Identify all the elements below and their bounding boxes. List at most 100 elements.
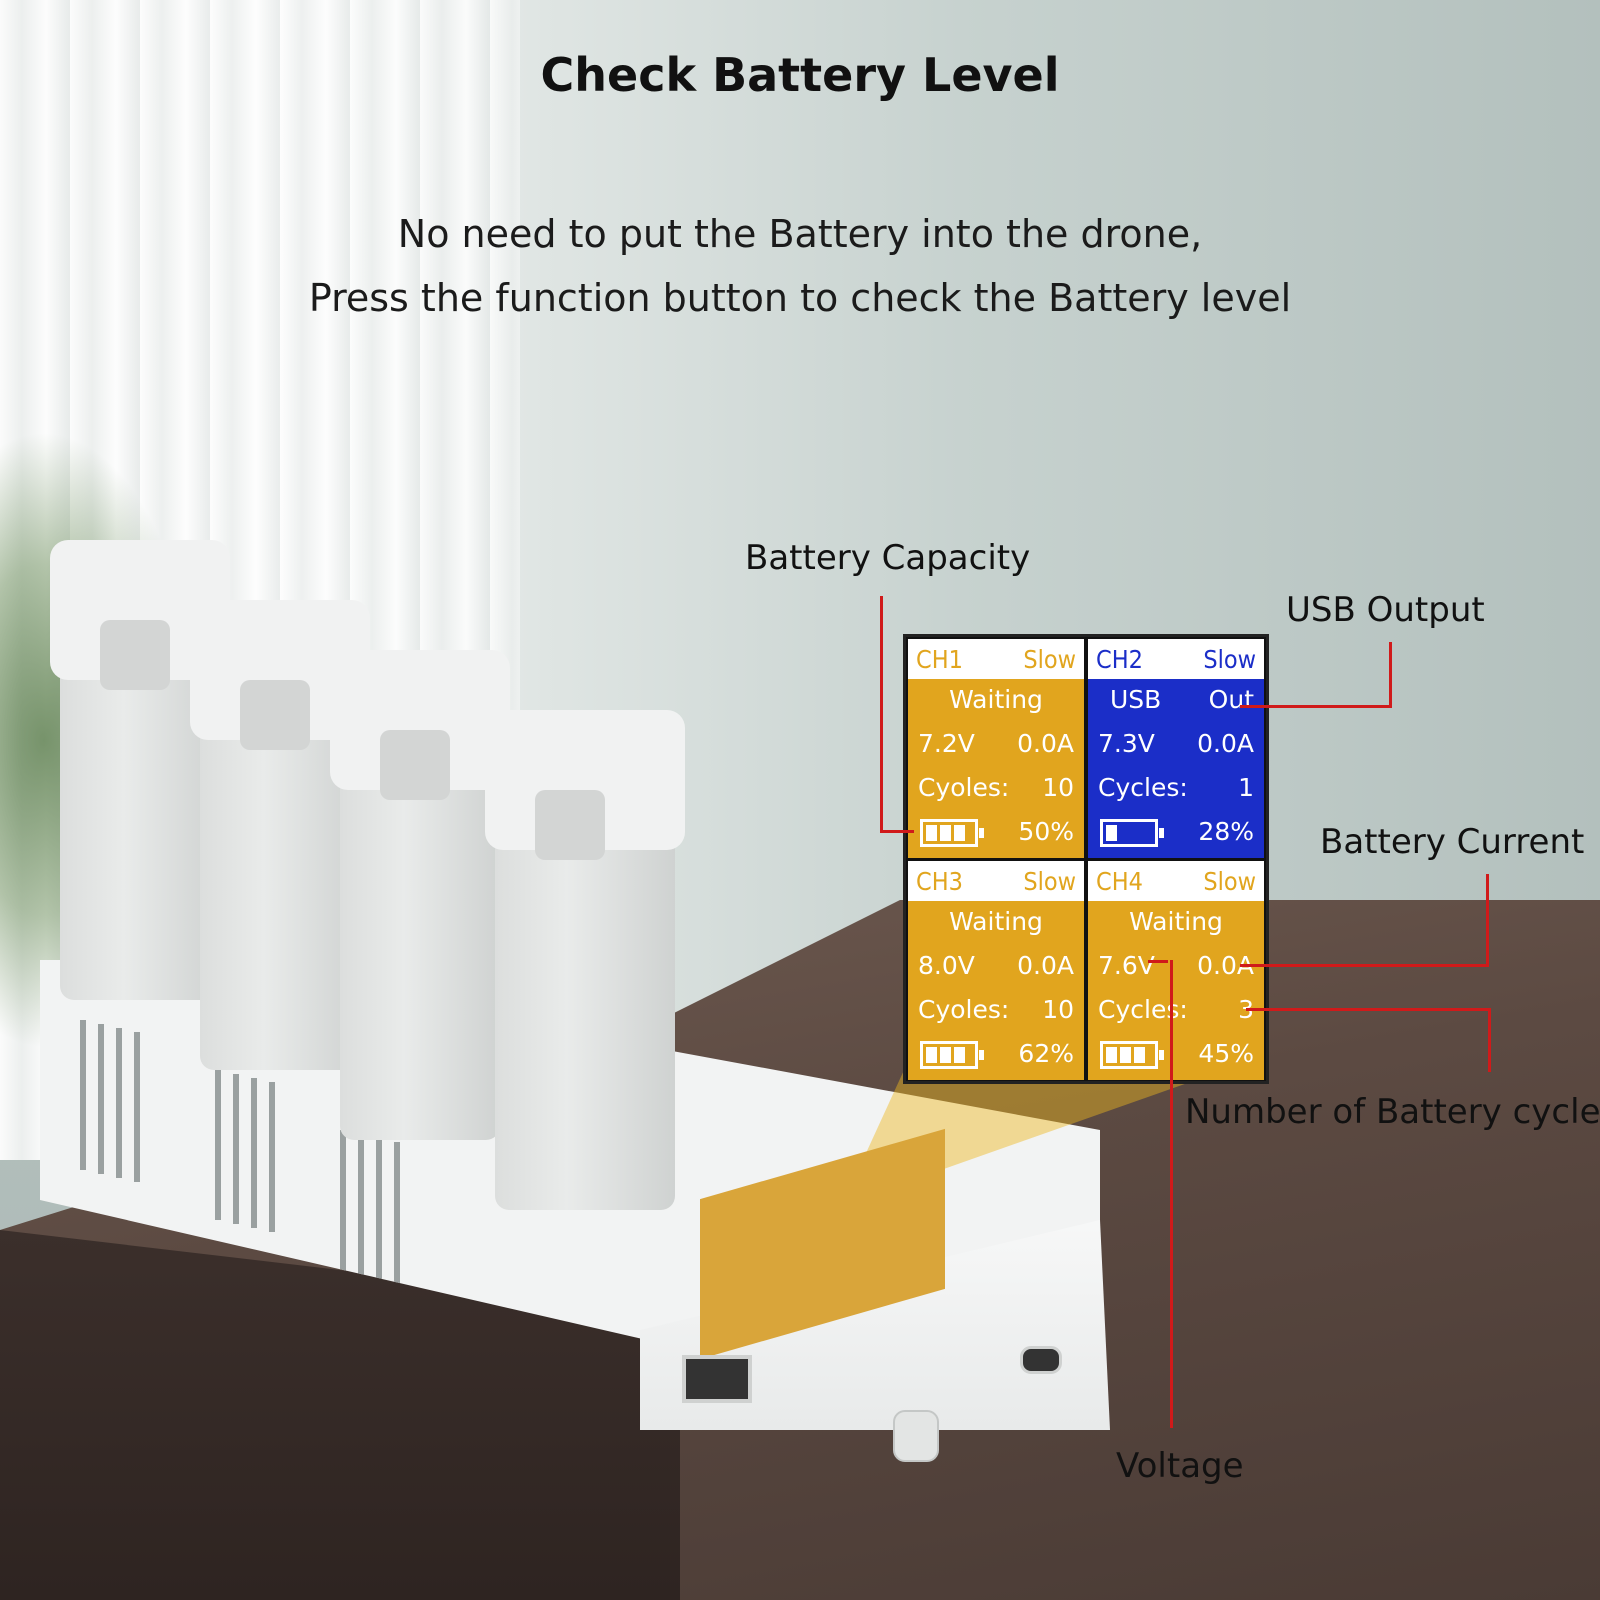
capacity-row: 28% [1088, 817, 1264, 857]
current: 0.0A [1197, 729, 1254, 758]
channel-body: Waiting 8.0V 0.0A Cyoles: 10 62% [908, 901, 1084, 1080]
status: Waiting [949, 907, 1043, 936]
capacity: 62% [1018, 1039, 1074, 1068]
status-row: Waiting [908, 907, 1084, 947]
battery-ch2 [330, 650, 510, 1140]
voltage: 7.3V [1098, 729, 1155, 758]
battery-icon [1100, 1041, 1164, 1069]
channel-name: CH3 [916, 867, 963, 896]
charge-mode: Slow [1023, 867, 1076, 896]
voltage: 7.6V [1098, 951, 1155, 980]
current: 0.0A [1017, 951, 1074, 980]
channel-header: CH2 Slow [1088, 639, 1264, 679]
subtitle-line-2: Press the function button to check the B… [308, 276, 1292, 320]
channel-name: CH4 [1096, 867, 1143, 896]
channel-body: USB Out 7.3V 0.0A Cycles: 1 28% [1088, 679, 1264, 858]
lcd-display-zoom: CH1 Slow Waiting 7.2V 0.0A Cyoles: 10 50… [903, 634, 1269, 1084]
subtitle-line-1: No need to put the Battery into the dron… [397, 212, 1203, 256]
usb-c-in-port [1020, 1346, 1062, 1374]
battery-level-segment [1134, 1047, 1145, 1063]
battery-level-segment [1106, 1047, 1117, 1063]
cycles: 10 [1042, 773, 1074, 802]
vent-slot [98, 1024, 104, 1174]
vi-row: 7.2V 0.0A [908, 729, 1084, 769]
leader-line-voltage [1170, 960, 1173, 1428]
vi-row: 8.0V 0.0A [908, 951, 1084, 991]
status-row: Waiting [908, 685, 1084, 725]
leader-line-voltage [1148, 960, 1168, 963]
lcd-channel-ch3: CH3 Slow Waiting 8.0V 0.0A Cyoles: 10 62… [908, 861, 1084, 1080]
battery-level-segment [940, 1047, 951, 1063]
channel-header: CH3 Slow [908, 861, 1084, 901]
lcd-channel-ch1: CH1 Slow Waiting 7.2V 0.0A Cyoles: 10 50… [908, 639, 1084, 858]
callout-voltage: Voltage [1116, 1446, 1244, 1486]
battery-latch [535, 790, 605, 860]
vent-slot [376, 1138, 382, 1288]
leader-line-usb [1389, 642, 1392, 708]
vent-slot [251, 1078, 257, 1228]
lcd-channel-ch4: CH4 Slow Waiting 7.6V 0.0A Cycles: 3 45% [1088, 861, 1264, 1080]
battery-icon [920, 819, 984, 847]
status-usb: USB [1110, 685, 1162, 714]
channel-body: Waiting 7.6V 0.0A Cycles: 3 45% [1088, 901, 1264, 1080]
voltage: 7.2V [918, 729, 975, 758]
leader-line-current [1240, 964, 1489, 967]
battery-latch [240, 680, 310, 750]
cycles-label: Cyoles: [918, 773, 1010, 802]
cycles: 10 [1042, 995, 1074, 1024]
leader-line-current [1486, 874, 1489, 966]
vi-row: 7.6V 0.0A [1088, 951, 1264, 991]
lcd-channel-ch2: CH2 Slow USB Out 7.3V 0.0A Cycles: 1 [1088, 639, 1264, 858]
capacity: 50% [1018, 817, 1074, 846]
vent-slot [215, 1070, 221, 1220]
vent-slot [116, 1028, 122, 1178]
callout-battery-current: Battery Current [1320, 822, 1585, 862]
callout-usb-output: USB Output [1286, 590, 1485, 630]
battery-latch [380, 730, 450, 800]
usb-out-port [682, 1355, 752, 1403]
cycles: 1 [1238, 773, 1254, 802]
status: Waiting [1129, 907, 1223, 936]
vent-slot [233, 1074, 239, 1224]
capacity: 28% [1198, 817, 1254, 846]
vent-slot [269, 1082, 275, 1232]
cycles-row: Cycles: 3 [1088, 995, 1264, 1035]
battery-icon [920, 1041, 984, 1069]
cycles-row: Cycles: 1 [1088, 773, 1264, 813]
vent-slot [394, 1142, 400, 1292]
cycles-label: Cycles: [1098, 995, 1188, 1024]
charge-mode: Slow [1203, 645, 1256, 674]
battery-level-segment [926, 825, 937, 841]
vent-slot [80, 1020, 86, 1170]
channel-name: CH2 [1096, 645, 1143, 674]
capacity-row: 50% [908, 817, 1084, 857]
vent-slot [340, 1130, 346, 1280]
battery-latch [100, 620, 170, 690]
channel-body: Waiting 7.2V 0.0A Cyoles: 10 50% [908, 679, 1084, 858]
vent-slot [134, 1032, 140, 1182]
capacity: 45% [1198, 1039, 1254, 1068]
channel-header: CH4 Slow [1088, 861, 1264, 901]
status-row: Waiting [1088, 907, 1264, 947]
page-title: Check Battery Level [540, 48, 1060, 102]
charge-mode: Slow [1023, 645, 1076, 674]
current: 0.0A [1017, 729, 1074, 758]
channel-name: CH1 [916, 645, 963, 674]
callout-battery-cycles: Number of Battery cycles [1185, 1092, 1600, 1132]
function-button [893, 1410, 939, 1462]
battery-level-segment [926, 1047, 937, 1063]
leader-line-capacity [880, 596, 883, 832]
battery-level-segment [954, 1047, 965, 1063]
battery-ch1 [485, 710, 685, 1210]
cycles-label: Cyoles: [918, 995, 1010, 1024]
callout-battery-capacity: Battery Capacity [745, 538, 1031, 578]
battery-icon [1100, 819, 1164, 847]
capacity-row: 45% [1088, 1039, 1264, 1079]
cycles-row: Cyoles: 10 [908, 773, 1084, 813]
battery-level-segment [1106, 825, 1117, 841]
leader-line-cycles [1246, 1008, 1490, 1011]
cycles-label: Cycles: [1098, 773, 1188, 802]
vi-row: 7.3V 0.0A [1088, 729, 1264, 769]
leader-line-usb [1240, 705, 1392, 708]
